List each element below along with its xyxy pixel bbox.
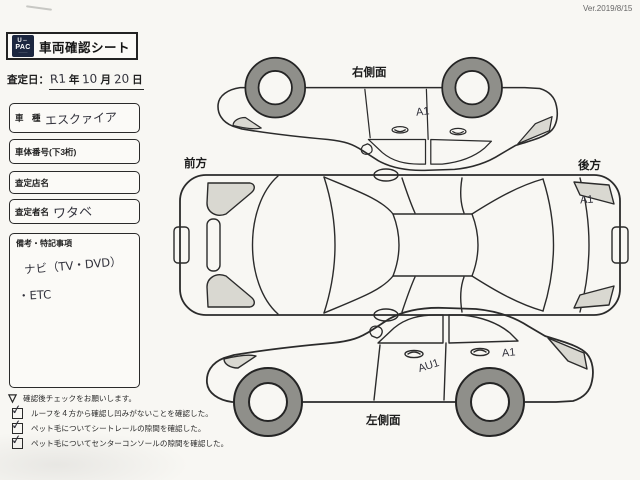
date-month-handwritten: 10 <box>81 71 99 87</box>
confirmation-checklist: 確認後チェックをお願いします。 ✓ ルーフを４方から確認し凹みがないことを確認し… <box>7 393 238 453</box>
checklist-intro: 確認後チェックをお願いします。 <box>23 394 137 403</box>
remark-line-navi: ナビ（TV・DVD） <box>23 254 123 277</box>
logo-main-text: PAC <box>15 44 31 51</box>
field-assessor-value-handwritten: ワタベ <box>52 204 93 223</box>
upac-logo: U⇔ PAC ――― <box>12 35 34 57</box>
assessment-date-row: 査定日：R1 年 10 月 20 日 <box>7 71 147 90</box>
logo-sub-text: ――― <box>18 50 28 54</box>
checklist-item-label: ルーフを４方から確認し凹みがないことを確認した。 <box>31 408 213 418</box>
scan-artifact <box>25 5 53 11</box>
top-view-diagram <box>173 168 629 322</box>
checkbox-checked-icon: ✓ <box>9 400 23 419</box>
title-box: U⇔ PAC ――― 車両確認シート <box>6 32 138 60</box>
field-model-label: 車 種 <box>15 113 41 123</box>
field-model: 車 種 エスクァイア <box>9 103 140 133</box>
field-shop: 査定店名 <box>9 171 140 194</box>
label-left-side: 左側面 <box>366 415 401 427</box>
page-title: 車両確認シート <box>39 40 131 55</box>
annotation-a1-top-view: A1 <box>579 193 594 207</box>
label-rear: 後方 <box>578 160 601 172</box>
year-suffix: 年 <box>68 74 80 86</box>
month-suffix: 月 <box>100 74 112 86</box>
checklist-item-seat-rail: ✓ ペット毛についてシートレールの隙間を確認した。 <box>8 416 238 434</box>
checklist-intro-row: 確認後チェックをお願いします。 <box>7 393 238 404</box>
remarks-label: 備考・特記事項 <box>16 239 72 248</box>
triangle-marker-icon <box>7 394 18 404</box>
checklist-item-label: ペット毛についてセンターコンソールの隙間を確認した。 <box>31 439 229 449</box>
date-era-handwritten: R1 <box>49 71 67 87</box>
field-vin: 車体番号(下3桁) <box>9 139 140 164</box>
date-day-handwritten: 20 <box>113 71 130 87</box>
field-vin-label: 車体番号(下3桁) <box>15 146 77 157</box>
checkbox-checked-icon: ✓ <box>9 416 23 434</box>
checklist-item-label: ペット毛についてシートレールの隙間を確認した。 <box>31 423 206 433</box>
remarks-box: 備考・特記事項 ナビ（TV・DVD） ・ETC <box>9 233 140 388</box>
day-suffix: 日 <box>132 74 143 86</box>
annotation-a1-right-side: A1 <box>415 105 431 119</box>
right-side-view-diagram <box>217 56 559 172</box>
label-front: 前方 <box>184 158 207 170</box>
field-assessor-label: 査定者名 <box>15 206 50 217</box>
remark-line-etc: ・ETC <box>17 287 52 303</box>
logo-top-text: U⇔ <box>17 38 29 44</box>
annotation-a1-left-side: A1 <box>501 346 516 360</box>
label-right-side: 右側面 <box>352 67 387 79</box>
field-assessor: 査定者名 ワタベ <box>9 199 140 224</box>
scan-smudge <box>0 430 190 480</box>
version-label: Ver.2019/8/15 <box>583 4 633 13</box>
checklist-item-roof: ✓ ルーフを４方から確認し凹みがないことを確認した。 <box>8 400 238 419</box>
field-shop-label: 査定店名 <box>15 177 50 188</box>
field-model-value-handwritten: エスクァイア <box>44 109 117 128</box>
checkbox-checked-icon: ✓ <box>9 431 23 450</box>
left-side-view-diagram <box>206 306 594 437</box>
date-label: 査定日： <box>7 74 49 86</box>
checklist-item-center-console: ✓ ペット毛についてセンターコンソールの隙間を確認した。 <box>8 431 238 450</box>
